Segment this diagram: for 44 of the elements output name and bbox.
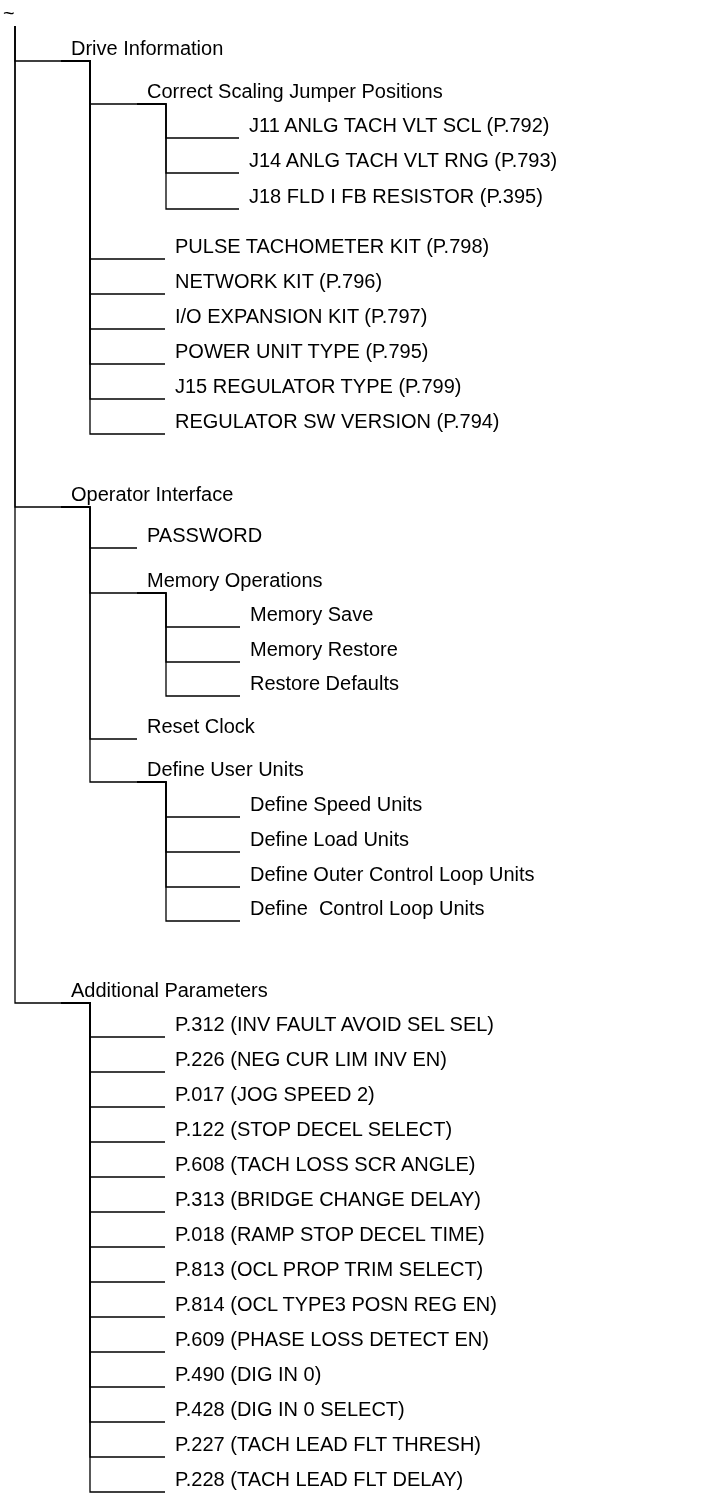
tree-item: NETWORK KIT (P.796) (165, 268, 383, 294)
tree-item: P.017 (JOG SPEED 2) (165, 1081, 375, 1107)
tree-root: ~ (3, 0, 15, 26)
tree-item: Define User Units (137, 756, 304, 782)
tree-item: P.428 (DIG IN 0 SELECT) (165, 1396, 405, 1422)
tree-item: P.490 (DIG IN 0) (165, 1361, 322, 1387)
tree-item: Define Speed Units (240, 791, 423, 817)
tree-item: J15 REGULATOR TYPE (P.799) (165, 373, 462, 399)
tree-item: Restore Defaults (240, 670, 399, 696)
tree-item: P.313 (BRIDGE CHANGE DELAY) (165, 1186, 482, 1212)
tree-item: POWER UNIT TYPE (P.795) (165, 338, 429, 364)
tree-item: P.312 (INV FAULT AVOID SEL SEL) (165, 1011, 495, 1037)
tree-item: P.228 (TACH LEAD FLT DELAY) (165, 1466, 464, 1492)
tree-connector (136, 592, 241, 697)
tree-item: Memory Restore (240, 636, 398, 662)
tree-item: Memory Operations (137, 567, 323, 593)
tree-item: Memory Save (240, 601, 374, 627)
tree-item: P.609 (PHASE LOSS DETECT EN) (165, 1326, 489, 1352)
tree-item: P.813 (OCL PROP TRIM SELECT) (165, 1256, 484, 1282)
tree-item: Define Load Units (240, 826, 409, 852)
tree-item: P.608 (TACH LOSS SCR ANGLE) (165, 1151, 476, 1177)
tree-item: P.814 (OCL TYPE3 POSN REG EN) (165, 1291, 497, 1317)
tree-item: P.226 (NEG CUR LIM INV EN) (165, 1046, 447, 1072)
tree-connector (60, 506, 138, 783)
tree-item: J18 FLD I FB RESISTOR (P.395) (239, 183, 543, 209)
tree-item: Define Outer Control Loop Units (240, 861, 535, 887)
tree-item: REGULATOR SW VERSION (P.794) (165, 408, 500, 434)
tree-item: P.122 (STOP DECEL SELECT) (165, 1116, 453, 1142)
tree-item: PULSE TACHOMETER KIT (P.798) (165, 233, 490, 259)
tree-item: Drive Information (61, 35, 224, 61)
tree-item: Reset Clock (137, 713, 255, 739)
tree-item: Correct Scaling Jumper Positions (137, 78, 443, 104)
tree-connector (136, 781, 241, 922)
tree-item: J14 ANLG TACH VLT RNG (P.793) (239, 147, 558, 173)
tree-item: I/O EXPANSION KIT (P.797) (165, 303, 428, 329)
tree-item: P.018 (RAMP STOP DECEL TIME) (165, 1221, 485, 1247)
tree-connector (136, 103, 240, 210)
tree-item: PASSWORD (137, 522, 263, 548)
tree-connector (14, 25, 62, 1004)
tree-item: Additional Parameters (61, 977, 268, 1003)
tree-item: P.227 (TACH LEAD FLT THRESH) (165, 1431, 481, 1457)
tree-item: J11 ANLG TACH VLT SCL (P.792) (239, 112, 550, 138)
tree-item: Operator Interface (61, 481, 234, 507)
tree-item: Define Control Loop Units (240, 895, 485, 921)
